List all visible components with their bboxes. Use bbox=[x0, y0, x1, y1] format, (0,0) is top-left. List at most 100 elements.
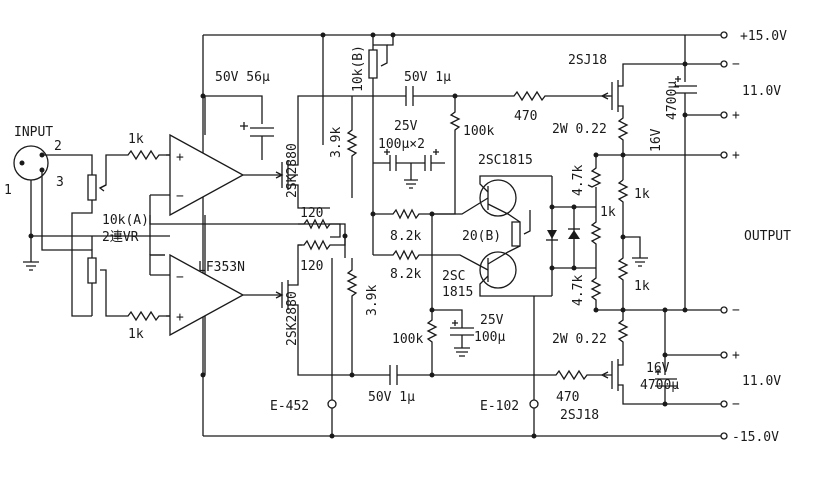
label-r-1k-b: 1k bbox=[634, 279, 650, 294]
xlr-input-connector bbox=[13, 145, 150, 271]
opamp-bottom bbox=[149, 253, 268, 337]
mosfet-2sk2880-top bbox=[268, 95, 330, 209]
label-plus-2: + bbox=[732, 148, 740, 163]
label-c-top-1u: 50V 1μ bbox=[404, 70, 451, 85]
rotated-labels: 10k(B) 3.9k 3.9k 2SK2880 2SK2880 16V 470… bbox=[285, 45, 680, 346]
label-input: INPUT bbox=[14, 125, 53, 140]
label-r-2w-bot: 2W 0.22 bbox=[552, 332, 607, 347]
cap-bot-1u bbox=[389, 365, 398, 385]
output-terminals bbox=[720, 60, 728, 408]
label-c-4700-bot: 4700μ bbox=[640, 378, 679, 393]
r-100k-top bbox=[432, 96, 461, 215]
label-r-in-top: 1k bbox=[128, 132, 144, 147]
label-v-11-bot: 11.0V bbox=[742, 374, 781, 389]
label-v-neg15: -15.0V bbox=[732, 430, 779, 445]
label-c-4700-bot-v: 16V bbox=[646, 361, 670, 376]
label-r-1k-mid: 1k bbox=[600, 205, 616, 220]
caps-100u-x2 bbox=[372, 96, 445, 189]
label-r-in-bot: 1k bbox=[128, 327, 144, 342]
test-point-e452 bbox=[327, 258, 337, 439]
label-xlr-pin1: 1 bbox=[4, 183, 12, 198]
label-vr-b: 10k(B) bbox=[351, 45, 366, 92]
label-r-82k-top: 8.2k bbox=[390, 229, 421, 244]
label-minus-3: − bbox=[732, 397, 740, 412]
bjt-2sc1815-bottom bbox=[432, 245, 552, 297]
label-plus-1: + bbox=[732, 108, 740, 123]
label-r-82k-bot: 8.2k bbox=[390, 267, 421, 282]
label-q-2sj-top: 2SJ18 bbox=[568, 53, 607, 68]
label-r-100k-bot: 100k bbox=[392, 332, 423, 347]
cap-top-1u bbox=[405, 86, 414, 106]
mosfet-2sj18-bottom bbox=[600, 358, 722, 405]
r-in-bot bbox=[118, 310, 171, 322]
label-op-top-plus: + bbox=[176, 150, 184, 165]
label-r-39k-bot: 3.9k bbox=[365, 285, 380, 316]
label-op-bot-minus: − bbox=[176, 270, 184, 285]
supply-rails bbox=[200, 31, 728, 440]
cap-56u bbox=[203, 95, 274, 160]
label-minus-2: − bbox=[732, 303, 740, 318]
label-r-2w-top: 2W 0.22 bbox=[552, 122, 607, 137]
volume-pot-a bbox=[71, 154, 118, 317]
label-c-100u-x2-v: 25V bbox=[394, 119, 418, 134]
label-q-2sc-top: 2SC1815 bbox=[478, 153, 533, 168]
label-c-bot-1u: 50V 1μ bbox=[368, 390, 415, 405]
label-q-2sk-top: 2SK2880 bbox=[285, 143, 300, 198]
label-v-pos15: +15.0V bbox=[740, 29, 787, 44]
label-q-2sk-bot: 2SK2880 bbox=[285, 291, 300, 346]
label-v-11-top: 11.0V bbox=[742, 84, 781, 99]
r-82k-top bbox=[373, 208, 432, 220]
label-q-2sj-bot: 2SJ18 bbox=[560, 408, 599, 423]
mosfet-2sj18-top bbox=[600, 63, 722, 112]
labels: INPUT 1 2 3 1k 1k 10k(A) 2連VR 50V 56μ LF… bbox=[4, 29, 791, 445]
resistor-network bbox=[574, 152, 722, 313]
label-op-bot-plus: + bbox=[176, 310, 184, 325]
r-in-top bbox=[118, 149, 171, 161]
r-2w-bot bbox=[617, 310, 629, 358]
label-c-bot-100u: 100μ bbox=[474, 330, 505, 345]
r-39k-top bbox=[320, 32, 358, 198]
label-c-4700-top-v: 16V bbox=[649, 128, 664, 152]
r-470-bot bbox=[548, 369, 602, 381]
label-c-bot-100u-v: 25V bbox=[480, 313, 504, 328]
label-vr-a: 10k(A) bbox=[102, 213, 149, 228]
diode-pair bbox=[546, 204, 580, 271]
label-op-top-minus: − bbox=[176, 189, 184, 204]
pot-10k-b bbox=[368, 32, 396, 96]
test-point-e102 bbox=[529, 296, 539, 439]
label-r-470-top: 470 bbox=[514, 109, 537, 124]
label-output: OUTPUT bbox=[744, 229, 791, 244]
r-2w-top bbox=[617, 112, 629, 155]
pot-20b bbox=[511, 210, 531, 247]
r-120-bot bbox=[298, 239, 336, 251]
label-r-120-bot: 120 bbox=[300, 259, 323, 274]
label-c-56u: 50V 56μ bbox=[215, 70, 270, 85]
label-r-100k-top: 100k bbox=[463, 124, 494, 139]
label-q-2sc-bot-a: 2SC bbox=[442, 269, 465, 284]
r-100k-bot bbox=[426, 255, 438, 375]
label-r-1k-a: 1k bbox=[634, 187, 650, 202]
label-q-2sc-bot-b: 1815 bbox=[442, 285, 473, 300]
label-minus-1: − bbox=[732, 57, 740, 72]
bjt-2sc1815-top bbox=[432, 175, 552, 223]
label-c-4700-top: 4700μ bbox=[665, 81, 680, 120]
label-r-47k-top: 4.7k bbox=[571, 165, 586, 196]
label-xlr-pin2: 2 bbox=[54, 139, 62, 154]
cap-4700-top bbox=[675, 35, 697, 118]
r-120-top bbox=[298, 218, 336, 230]
label-e102: E-102 bbox=[480, 399, 519, 414]
opamp-top bbox=[149, 96, 268, 375]
r-39k-bot bbox=[346, 258, 358, 378]
terminal-pos15 bbox=[720, 31, 728, 39]
label-vr-a-sub: 2連VR bbox=[102, 230, 139, 245]
label-vr-20b: 20(B) bbox=[462, 229, 501, 244]
label-plus-3: + bbox=[732, 348, 740, 363]
label-opamp: LF353N bbox=[198, 260, 245, 275]
cap-100u-bot bbox=[432, 309, 474, 357]
r-82k-bot bbox=[373, 249, 432, 261]
cap-4700-bot bbox=[655, 352, 677, 407]
label-r-39k-top: 3.9k bbox=[329, 127, 344, 158]
r-470-top bbox=[506, 90, 610, 102]
label-r-470-bot: 470 bbox=[556, 390, 579, 405]
label-c-100u-x2: 100μ×2 bbox=[378, 137, 425, 152]
